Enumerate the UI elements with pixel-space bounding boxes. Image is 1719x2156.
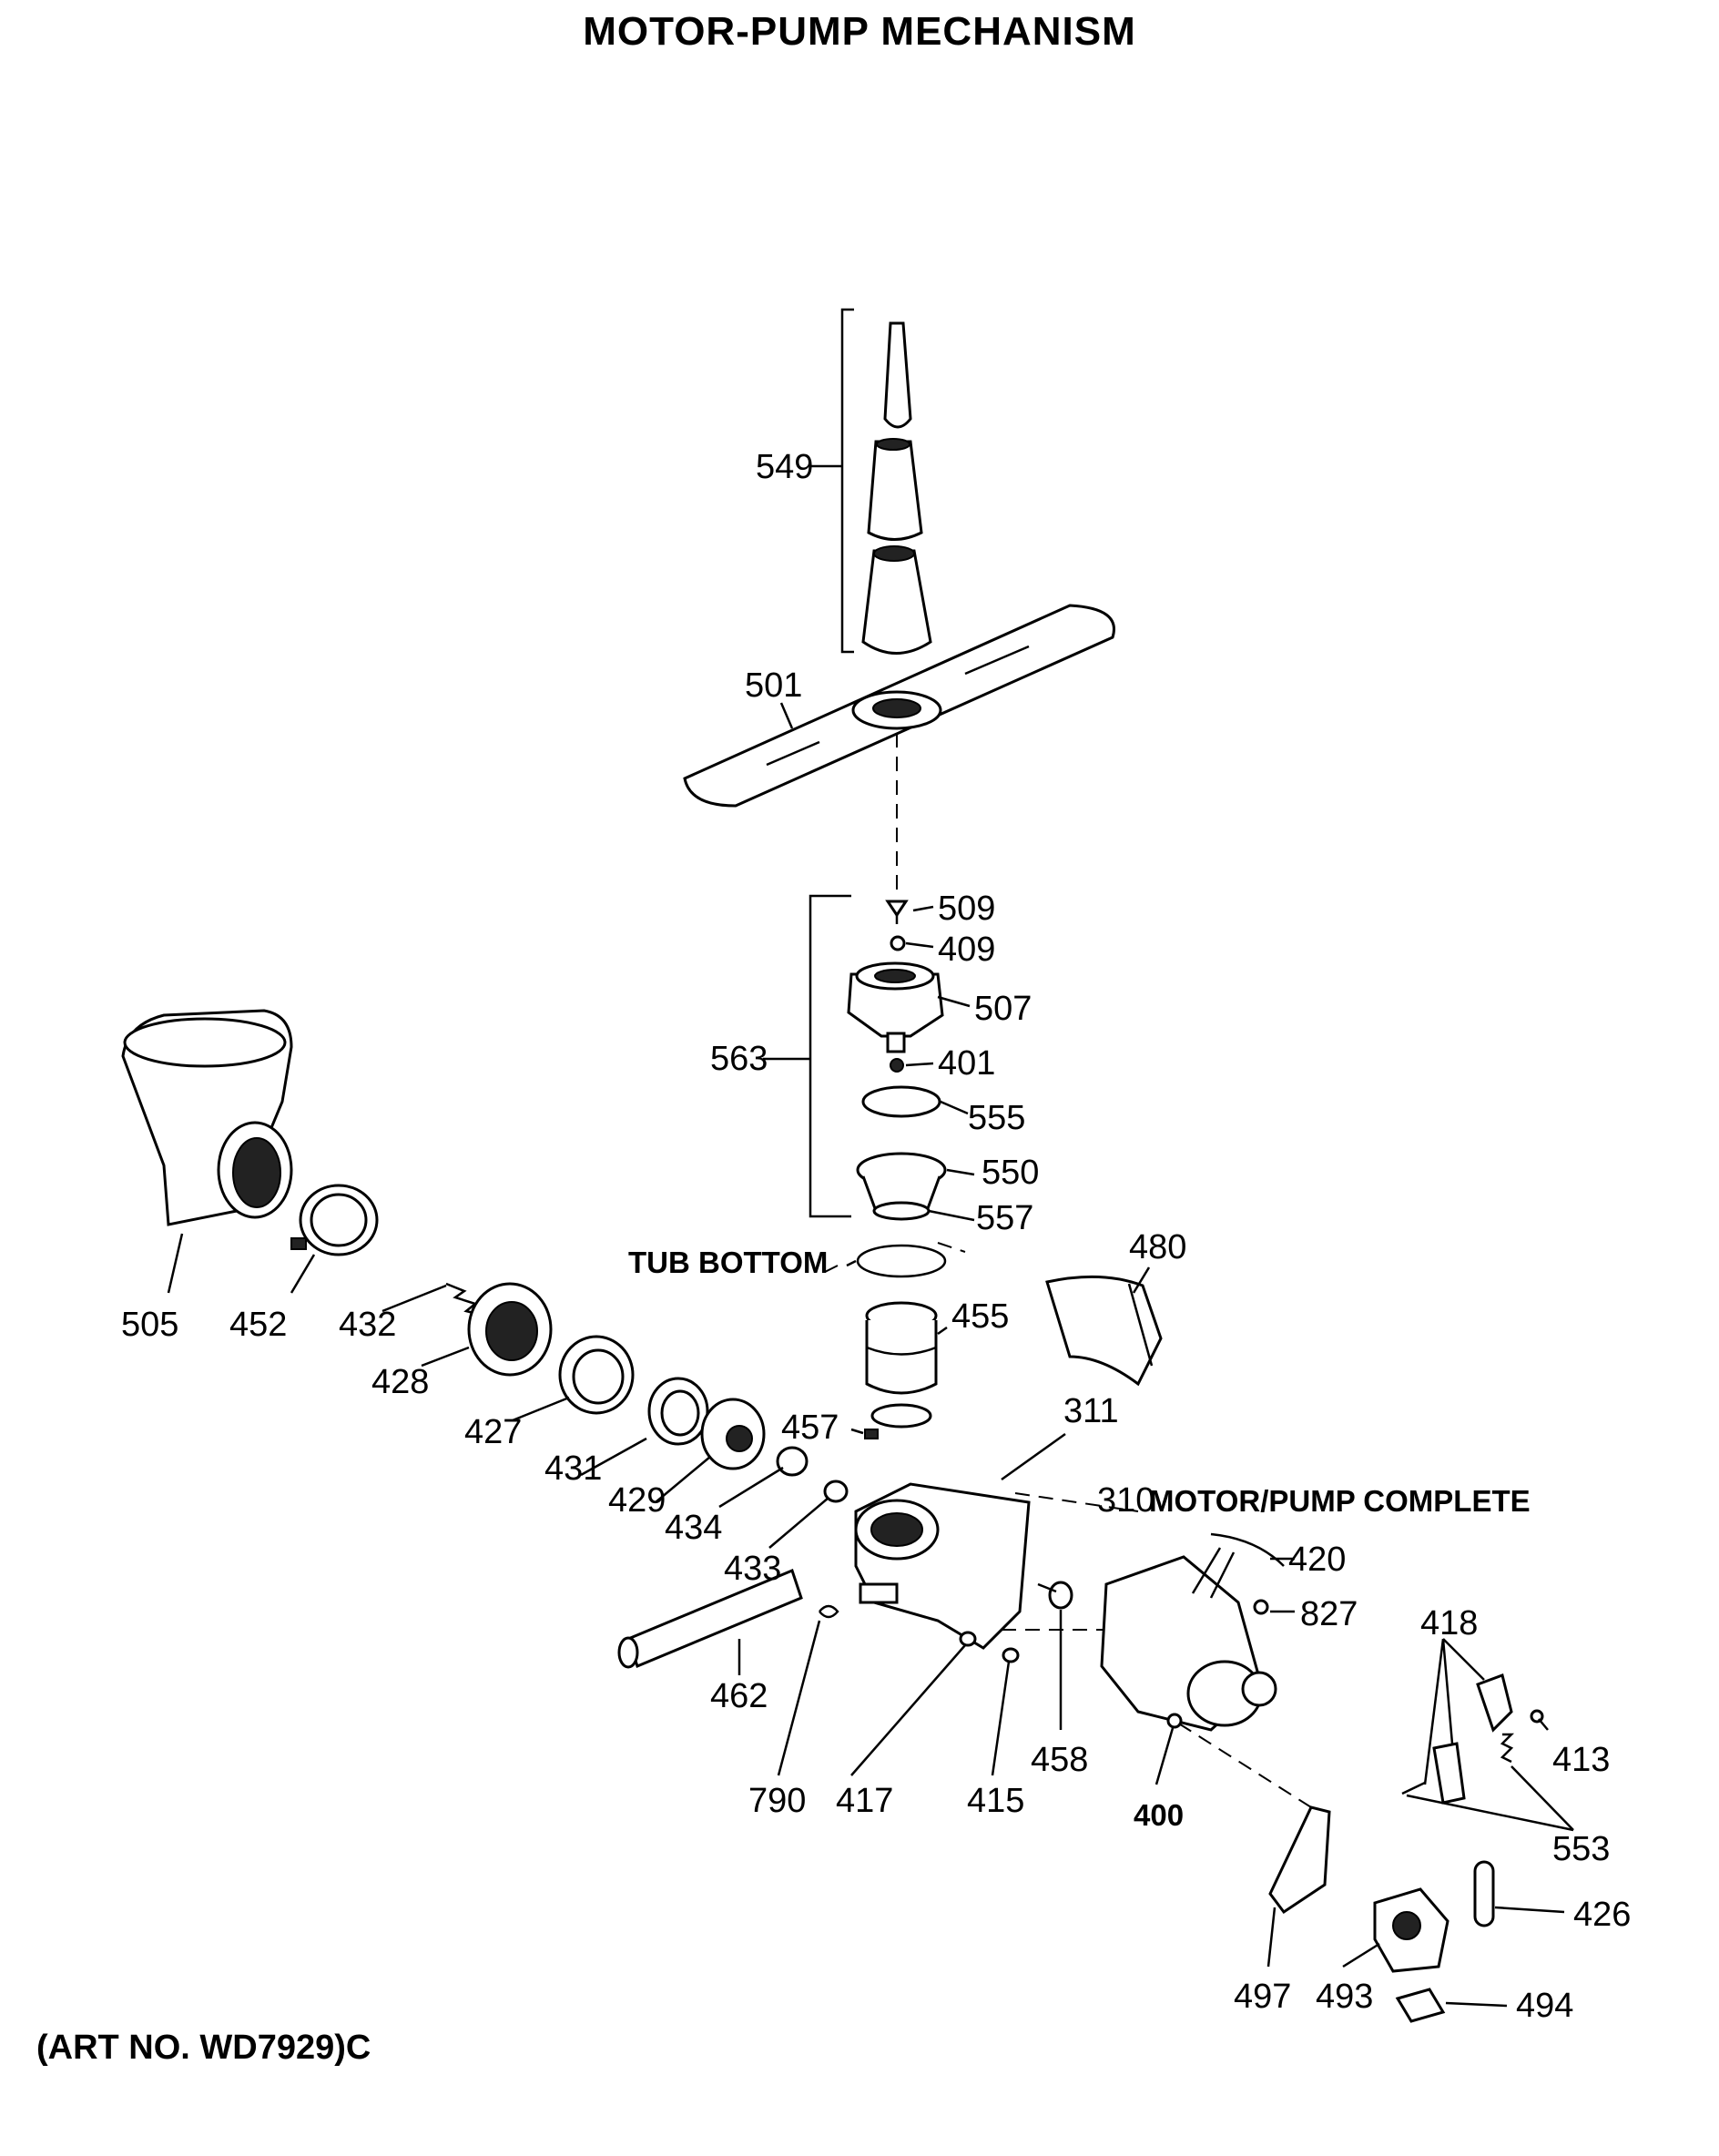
part-458-seal	[1048, 1581, 1073, 1610]
part-480-duct	[1045, 1275, 1163, 1387]
part-415-washer	[1002, 1647, 1020, 1663]
label-494: 494	[1516, 1987, 1573, 2025]
part-550-housing	[856, 1152, 947, 1213]
label-311: 311	[1063, 1392, 1119, 1430]
annotation-motor-pump-complete: MOTOR/PUMP COMPLETE	[1149, 1484, 1531, 1518]
label-553: 553	[1552, 1830, 1610, 1868]
label-462: 462	[710, 1677, 768, 1715]
part-417-washer	[959, 1631, 977, 1647]
part-432-spring	[445, 1282, 485, 1317]
label-427: 427	[464, 1413, 522, 1451]
label-563: 563	[710, 1040, 768, 1078]
part-433-seal	[823, 1480, 849, 1503]
label-434: 434	[665, 1509, 722, 1547]
label-480: 480	[1129, 1228, 1186, 1266]
part-428-filter	[467, 1282, 553, 1377]
part-553-spring	[1500, 1733, 1515, 1764]
label-415: 415	[967, 1782, 1024, 1820]
label-429: 429	[608, 1481, 666, 1520]
label-400: 400	[1134, 1798, 1184, 1832]
part-827-screw	[1253, 1599, 1269, 1615]
label-426: 426	[1573, 1896, 1631, 1934]
part-418-bracket-set	[1401, 1673, 1513, 1805]
part-501-lower-spray-arm	[683, 604, 1115, 808]
part-557-gasket	[872, 1201, 931, 1221]
part-790-clip	[819, 1604, 839, 1619]
part-420-wire	[1210, 1532, 1285, 1567]
label-549: 549	[756, 448, 813, 486]
part-493-solenoid	[1373, 1887, 1449, 1973]
part-311-pump-housing	[854, 1482, 1031, 1650]
label-418: 418	[1420, 1604, 1478, 1642]
tub-bottom-ring	[856, 1244, 947, 1278]
label-432: 432	[339, 1306, 396, 1344]
annotation-tub-bottom: TUB BOTTOM	[628, 1246, 828, 1279]
label-550: 550	[982, 1154, 1039, 1192]
part-452-hose-clamp	[290, 1184, 379, 1256]
leader-lines	[167, 464, 1574, 2008]
part-549-spray-tubes	[840, 308, 932, 655]
label-790: 790	[748, 1782, 806, 1820]
art-number: (ART NO. WD7929)C	[36, 2029, 371, 2067]
part-310-motor	[1100, 1547, 1277, 1732]
part-400-screw	[1166, 1713, 1183, 1729]
label-433: 433	[724, 1550, 781, 1588]
part-426-pin	[1473, 1860, 1495, 1927]
part-555-seal-ring	[861, 1085, 941, 1118]
label-507: 507	[974, 990, 1032, 1028]
part-497-bracket	[1174, 1720, 1331, 1915]
part-462-shaft	[617, 1568, 803, 1669]
part-labels: 549 501 509 409 507 563 401 555 550 557 …	[121, 448, 1631, 2025]
label-420: 420	[1288, 1541, 1346, 1579]
label-509: 509	[938, 890, 995, 928]
label-401: 401	[938, 1044, 995, 1083]
label-501: 501	[745, 666, 802, 705]
part-409-washer	[890, 935, 906, 951]
part-509-screw	[885, 900, 909, 924]
part-427-ring	[558, 1335, 635, 1415]
label-452: 452	[229, 1306, 287, 1344]
part-494-plunger	[1395, 1988, 1446, 2023]
label-493: 493	[1316, 1978, 1373, 2016]
label-555: 555	[968, 1099, 1025, 1137]
label-428: 428	[371, 1363, 429, 1401]
part-431-ring	[647, 1377, 709, 1446]
label-413: 413	[1552, 1741, 1610, 1779]
label-557: 557	[976, 1199, 1033, 1237]
part-401-ball	[890, 1058, 904, 1073]
part-434-bearing	[776, 1446, 809, 1477]
label-458: 458	[1031, 1741, 1088, 1779]
label-409: 409	[938, 931, 995, 969]
label-310: 310	[1097, 1481, 1154, 1520]
label-457: 457	[781, 1409, 839, 1447]
label-497: 497	[1234, 1978, 1291, 2016]
part-457-clamp	[864, 1403, 932, 1439]
label-827: 827	[1300, 1595, 1358, 1633]
label-455: 455	[951, 1297, 1009, 1336]
part-455-pump-body	[865, 1301, 938, 1395]
part-429-impeller	[700, 1398, 766, 1470]
label-431: 431	[544, 1449, 602, 1488]
diagram-title: MOTOR-PUMP MECHANISM	[583, 9, 1136, 54]
label-417: 417	[836, 1782, 893, 1820]
label-505: 505	[121, 1306, 178, 1344]
part-505-sump	[121, 1009, 293, 1226]
part-507-hub	[847, 961, 944, 1053]
